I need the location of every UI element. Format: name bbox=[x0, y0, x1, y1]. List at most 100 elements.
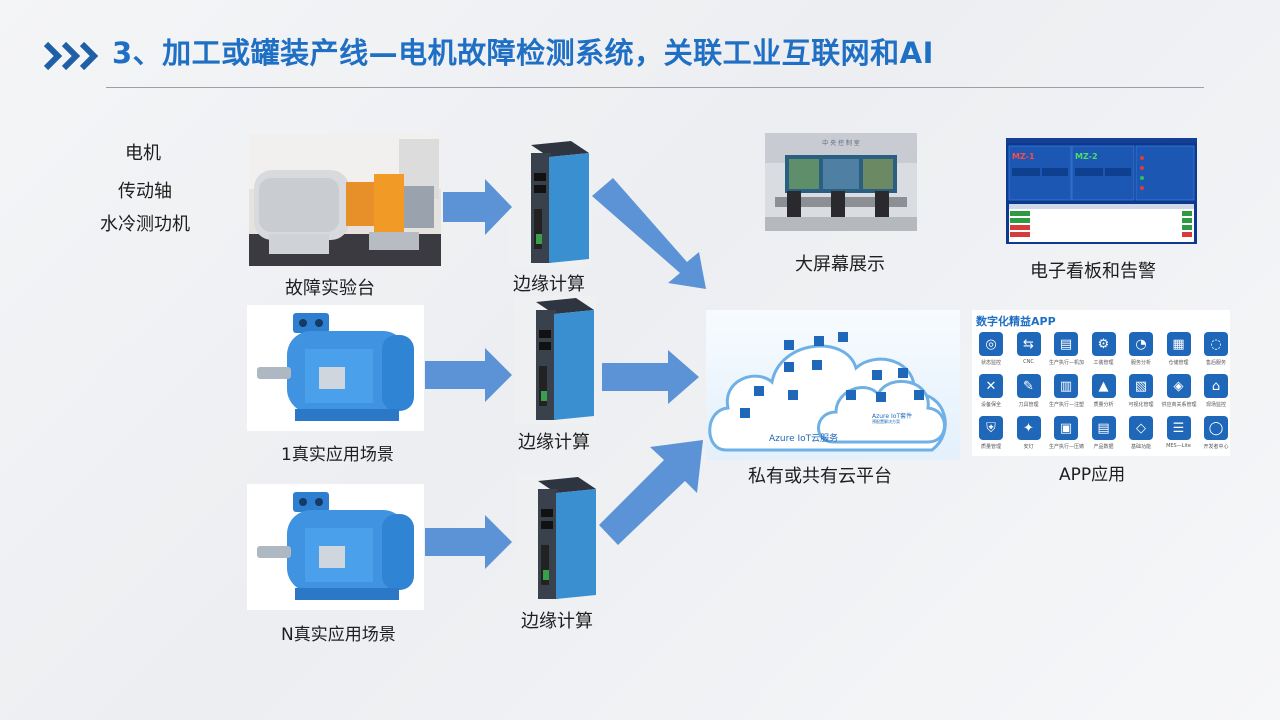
motor-photo-1 bbox=[247, 305, 424, 431]
app-panel: 数字化精益APP ◎ 状态监控 ⇆ CNC ▤ 生产执行—机加 ⚙ 工装管理 ◔服务分析 ▦ 仓储管… bbox=[972, 310, 1230, 456]
arrow-scenen-to-edge bbox=[425, 515, 512, 569]
app-item-label: 质量分析 bbox=[1093, 402, 1114, 408]
app-item-icon: ▤ bbox=[1091, 416, 1116, 440]
bench-label-shaft: 传动轴 bbox=[118, 181, 172, 202]
app-item[interactable]: ⌂ 现场监控 bbox=[1199, 374, 1233, 408]
edge-caption-3: 边缘计算 bbox=[521, 611, 593, 632]
app-item-label: 生产执行—压铸 bbox=[1049, 444, 1085, 450]
kanban-card-mz1: MZ-1 bbox=[1012, 152, 1035, 161]
app-item[interactable]: ▲ 质量分析 bbox=[1087, 374, 1121, 408]
app-item-icon: ✎ bbox=[1016, 374, 1041, 398]
app-item-label: 供应商关系管理 bbox=[1161, 402, 1197, 408]
edge-device-3 bbox=[516, 475, 598, 603]
app-item[interactable]: ◇ 基础功能 bbox=[1124, 416, 1158, 450]
app-item[interactable]: ▥ 生产执行—注塑 bbox=[1049, 374, 1085, 408]
app-item-label: 状态监控 bbox=[980, 360, 1001, 366]
arrow-bench-to-edge bbox=[443, 179, 512, 235]
bench-label-dynamometer: 水冷测功机 bbox=[100, 214, 190, 235]
app-item-label: 基础功能 bbox=[1130, 444, 1151, 450]
app-item-icon: ◌ bbox=[1204, 332, 1228, 356]
arrow-scene1-to-edge bbox=[425, 348, 512, 402]
app-item-icon: ⇆ bbox=[1016, 332, 1041, 356]
kanban-card-mz2: MZ-2 bbox=[1075, 152, 1098, 161]
app-item-label: 质量管理 bbox=[980, 444, 1001, 450]
arrow-edge2-to-cloud bbox=[602, 350, 699, 404]
title-divider bbox=[106, 87, 1204, 88]
app-item[interactable]: ▤ 产品数据 bbox=[1087, 416, 1121, 450]
app-item[interactable]: ▧ 可视化管理 bbox=[1124, 374, 1158, 408]
motor-photo-n bbox=[247, 484, 424, 610]
app-item-icon: ⚙ bbox=[1091, 332, 1116, 356]
app-item-label: 刀具管理 bbox=[1018, 402, 1039, 408]
bench-label-motor: 电机 bbox=[125, 143, 161, 164]
app-item-icon: ▥ bbox=[1054, 374, 1078, 398]
arrow-edge1-to-cloud bbox=[592, 178, 706, 289]
slide-title: 3、加工或罐装产线—电机故障检测系统，关联工业互联网和AI bbox=[112, 36, 934, 70]
app-item[interactable]: ◯ 开发者中心 bbox=[1199, 416, 1233, 450]
cloud-suite-sub: 预配置解决方案 bbox=[872, 419, 900, 424]
app-item-label: 可视化管理 bbox=[1128, 402, 1154, 408]
app-item-icon: ✦ bbox=[1016, 416, 1041, 440]
app-item-label: 现场监控 bbox=[1205, 402, 1226, 408]
app-item-icon: ◎ bbox=[979, 332, 1003, 356]
app-item[interactable]: ✦ 安灯 bbox=[1012, 416, 1046, 450]
app-item[interactable]: ⛨ 质量管理 bbox=[974, 416, 1008, 450]
big-screen-caption: 大屏幕展示 bbox=[795, 254, 885, 275]
app-item-label: 设备保全 bbox=[980, 402, 1001, 408]
cloud-platform-panel: Azure IoT云服务 Azure IoT套件 预配置解决方案 bbox=[706, 310, 960, 460]
app-item[interactable]: ▣ 生产执行—压铸 bbox=[1049, 416, 1085, 450]
app-item-label: 开发者中心 bbox=[1203, 444, 1229, 450]
app-item[interactable]: ◎ 状态监控 bbox=[974, 332, 1008, 366]
app-item-icon: ◈ bbox=[1166, 374, 1191, 398]
control-room-sign: 中 央 控 制 室 bbox=[822, 140, 860, 147]
app-item-label: 产品数据 bbox=[1093, 444, 1114, 450]
app-item-label: MES—Lite bbox=[1166, 443, 1191, 449]
app-item-label: 安灯 bbox=[1023, 444, 1034, 450]
app-item-icon: ⛨ bbox=[979, 416, 1003, 440]
app-item-icon: ▣ bbox=[1054, 416, 1078, 440]
app-item[interactable]: ⚙ 工装管理 bbox=[1087, 332, 1121, 366]
edge-caption-1: 边缘计算 bbox=[513, 274, 585, 295]
app-item-icon: ⌂ bbox=[1204, 374, 1228, 398]
app-item-icon: ▤ bbox=[1054, 332, 1078, 356]
app-item-label: 生产执行—机加 bbox=[1049, 360, 1085, 366]
scene-n-caption: N真实应用场景 bbox=[281, 625, 396, 645]
kanban-board: MZ-1 MZ-2 bbox=[1006, 138, 1197, 244]
edge-device-2 bbox=[514, 296, 596, 424]
app-item[interactable]: ☰ MES—Lite bbox=[1162, 416, 1196, 449]
edge-device-1 bbox=[509, 139, 591, 267]
app-item-label: CNC bbox=[1023, 359, 1034, 365]
app-item-icon: ▦ bbox=[1166, 332, 1191, 356]
app-item-icon: ▧ bbox=[1129, 374, 1153, 398]
app-caption: APP应用 bbox=[1059, 465, 1126, 485]
app-item-icon: ◇ bbox=[1129, 416, 1153, 440]
app-item[interactable]: ▤ 生产执行—机加 bbox=[1049, 332, 1085, 366]
app-panel-title: 数字化精益APP bbox=[976, 315, 1056, 328]
edge-caption-2: 边缘计算 bbox=[518, 432, 590, 453]
cloud-suite-label: Azure IoT套件 bbox=[872, 413, 913, 420]
fault-bench-photo bbox=[249, 134, 441, 266]
app-item-icon: ◯ bbox=[1204, 416, 1228, 440]
cloud-service-label: Azure IoT云服务 bbox=[769, 434, 839, 444]
app-item-icon: ◔ bbox=[1129, 332, 1153, 356]
scene-1-caption: 1真实应用场景 bbox=[281, 445, 394, 465]
app-item-icon: ▲ bbox=[1091, 374, 1116, 398]
app-item-label: 仓储管理 bbox=[1168, 360, 1189, 366]
app-item[interactable]: ✎ 刀具管理 bbox=[1012, 374, 1046, 408]
cloud-caption: 私有或共有云平台 bbox=[748, 466, 892, 487]
app-item[interactable]: ◌售后服务 bbox=[1199, 332, 1233, 366]
app-item[interactable]: ◈ 供应商关系管理 bbox=[1161, 374, 1197, 408]
app-item[interactable]: ⇆ CNC bbox=[1012, 332, 1046, 365]
app-item-label: 生产执行—注塑 bbox=[1049, 402, 1085, 408]
app-item[interactable]: ✕ 设备保全 bbox=[974, 374, 1008, 408]
chevrons-icon bbox=[43, 41, 99, 71]
big-screen-photo: 中 央 控 制 室 bbox=[765, 133, 917, 231]
arrow-edgen-to-cloud bbox=[599, 440, 703, 545]
app-item-icon: ☰ bbox=[1166, 416, 1191, 440]
fault-bench-caption: 故障实验台 bbox=[285, 278, 375, 299]
app-item[interactable]: ▦ 仓储管理 bbox=[1162, 332, 1196, 366]
app-item[interactable]: ◔服务分析 bbox=[1124, 332, 1158, 366]
app-item-label: 工装管理 bbox=[1093, 360, 1114, 366]
kanban-caption: 电子看板和告警 bbox=[1030, 261, 1156, 282]
app-item-icon: ✕ bbox=[979, 374, 1003, 398]
